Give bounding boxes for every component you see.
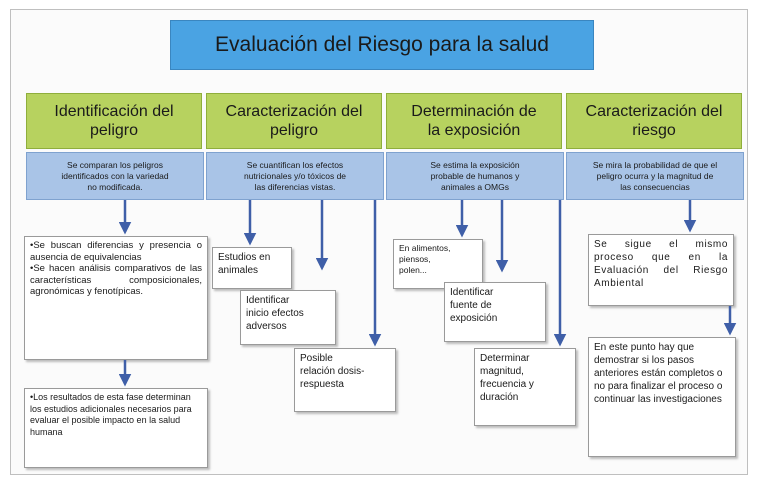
diagram-title: Evaluación del Riesgo para la salud xyxy=(170,20,594,70)
box-final-point: En este punto hay que demostrar si los p… xyxy=(588,337,736,457)
phase-risk-characterization: Caracterización del riesgo xyxy=(566,93,742,149)
phase-exposure-assessment: Determinación de la exposición xyxy=(386,93,562,149)
box-dose-response: Posible relación dosis- respuesta xyxy=(294,348,396,412)
desc-hazard-characterization: Se cuantifican los efectos nutricionales… xyxy=(206,152,384,200)
desc-risk-characterization: Se mira la probabilidad de que el peligr… xyxy=(566,152,744,200)
box-same-process: Se sigue el mismo proceso que en la Eval… xyxy=(588,234,734,306)
box-animal-studies: Estudios en animales xyxy=(212,247,292,289)
box-exposure-foods: En alimentos, piensos, polen... xyxy=(393,239,483,289)
box-identification-differences: •Se buscan diferencias y presencia o aus… xyxy=(24,236,208,360)
box-identification-results: •Los resultados de esta fase determinan … xyxy=(24,388,208,468)
box-identify-adverse-effects: Identificar inicio efectos adversos xyxy=(240,290,336,345)
phase-identification: Identificación del peligro xyxy=(26,93,202,149)
box-identify-exposure-source: Identificar fuente de exposición xyxy=(444,282,546,342)
phase-hazard-characterization: Caracterización del peligro xyxy=(206,93,382,149)
desc-identification: Se comparan los peligros identificados c… xyxy=(26,152,204,200)
desc-exposure-assessment: Se estima la exposición probable de huma… xyxy=(386,152,564,200)
box-exposure-magnitude: Determinar magnitud, frecuencia y duraci… xyxy=(474,348,576,426)
